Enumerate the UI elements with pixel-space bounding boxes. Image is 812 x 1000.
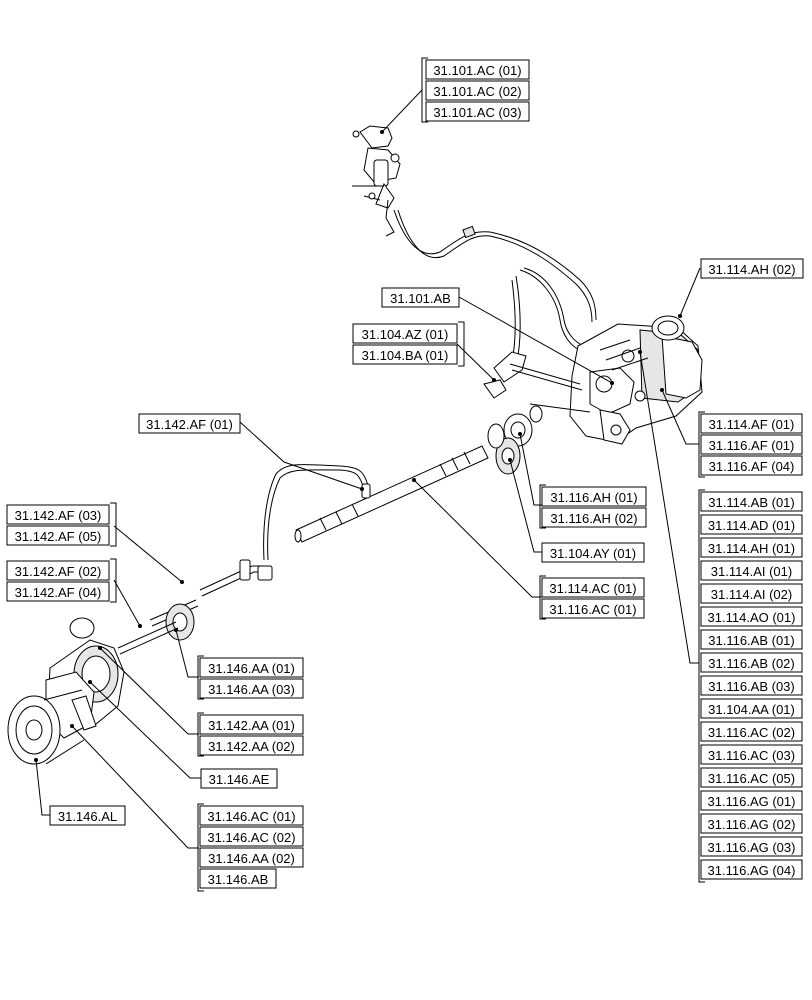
callout-box	[700, 606, 803, 627]
callout-labels: 31.101.AC (01) 31.101.AC (02) 31.101.AC …	[6, 57, 804, 892]
callout-group-116-ah: 31.116.AH (01) 31.116.AH (02)	[539, 484, 647, 529]
callout-label: 31.142.AF (01)	[146, 417, 233, 432]
callout-group-114-ah02: 31.114.AH (02)	[700, 258, 804, 279]
callout-label: 31.116.AB (03)	[708, 679, 794, 694]
callout-box	[700, 560, 803, 581]
callout-box	[700, 652, 803, 673]
callout-group-114-af: 31.114.AF (01) 31.116.AF (01) 31.116.AF …	[698, 411, 803, 478]
callout-box	[700, 583, 803, 604]
callout-label: 31.116.AC (02)	[708, 725, 795, 740]
callout-label: 31.104.BA (01)	[362, 348, 449, 363]
callout-label: 31.142.AF (03)	[15, 508, 102, 523]
callout-label: 31.142.AA (02)	[208, 739, 295, 754]
callout-box	[700, 859, 803, 880]
drive-gear-wheel	[117, 603, 195, 655]
callout-label: 31.116.AG (01)	[708, 794, 796, 809]
callout-group-146-al: 31.146.AL	[49, 805, 126, 826]
main-shaft	[294, 445, 489, 543]
callout-label: 31.142.AF (05)	[15, 529, 102, 544]
callout-label: 31.116.AH (02)	[550, 511, 637, 526]
callout-box	[700, 629, 803, 650]
callout-group-101-ab: 31.101.AB	[381, 287, 460, 308]
callout-label: 31.116.AG (04)	[708, 863, 796, 878]
callout-label: 31.114.AH (01)	[708, 541, 795, 556]
clutch-housing	[7, 617, 125, 765]
callout-label: 31.146.AL	[58, 809, 117, 824]
callout-label: 31.116.AC (05)	[708, 771, 795, 786]
callout-group-142-aa: 31.142.AA (01) 31.142.AA (02)	[197, 712, 304, 757]
callout-label: 31.116.AH (01)	[550, 490, 637, 505]
callout-label: 31.114.AD (01)	[708, 518, 795, 533]
callout-label: 31.101.AB	[390, 291, 451, 306]
callout-label: 31.114.AC (01)	[549, 581, 636, 596]
callout-label: 31.116.AF (04)	[709, 459, 795, 474]
callout-label: 31.101.AC (02)	[433, 84, 521, 99]
callout-label: 31.116.AC (03)	[708, 748, 795, 763]
callout-label: 31.101.AC (03)	[433, 105, 521, 120]
callout-label: 31.146.AA (03)	[208, 682, 295, 697]
callout-label: 31.114.AH (02)	[708, 262, 795, 277]
callout-label: 31.104.AY (01)	[550, 546, 636, 561]
callout-label: 31.104.AZ (01)	[362, 327, 449, 342]
callout-label: 31.116.AG (02)	[708, 817, 796, 832]
gear-cluster	[487, 405, 543, 475]
callout-group-146-ac: 31.146.AC (01) 31.146.AC (02) 31.146.AA …	[197, 803, 304, 892]
leader-lines	[34, 89, 701, 849]
callout-group-104-az: 31.104.AZ (01) 31.104.BA (01)	[352, 321, 465, 367]
callout-label: 31.104.AA (01)	[708, 702, 795, 717]
callout-label: 31.146.AB	[208, 872, 269, 887]
callout-box	[700, 813, 803, 834]
parts-illustration	[7, 125, 703, 765]
callout-label: 31.146.AA (01)	[208, 661, 295, 676]
callout-label: 31.146.AE	[209, 772, 270, 787]
callout-label: 31.146.AC (02)	[207, 830, 295, 845]
callout-label: 31.142.AF (02)	[15, 564, 102, 579]
callout-group-142-af01: 31.142.AF (01)	[138, 413, 241, 434]
callout-group-142-af0305: 31.142.AF (03) 31.142.AF (05)	[6, 502, 117, 547]
gearbox-housing	[569, 315, 703, 445]
callout-group-101-ac: 31.101.AC (01) 31.101.AC (02) 31.101.AC …	[421, 57, 530, 123]
callout-label: 31.146.AA (02)	[208, 851, 295, 866]
callout-label: 31.101.AC (01)	[433, 63, 521, 78]
callout-label: 31.146.AC (01)	[207, 809, 295, 824]
callout-group-main-list: 31.114.AB (01) 31.114.AD (01) 31.114.AH (0…	[698, 489, 803, 883]
callout-label: 31.114.AO (01)	[708, 610, 796, 625]
callout-label: 31.114.AI (02)	[711, 587, 792, 602]
callout-label: 31.142.AF (04)	[15, 585, 102, 600]
callout-label: 31.114.AI (01)	[711, 564, 792, 579]
control-cables	[393, 209, 597, 357]
callout-box	[700, 790, 803, 811]
linkage-assembly	[483, 351, 591, 413]
callout-label: 31.116.AF (01)	[709, 438, 795, 453]
callout-box	[700, 836, 803, 857]
callout-label: 31.114.AB (01)	[708, 495, 794, 510]
callout-group-146-ae: 31.146.AE	[200, 768, 278, 789]
callout-label: 31.142.AA (01)	[208, 718, 295, 733]
shift-lever-assembly	[352, 125, 401, 237]
callout-label: 31.116.AC (01)	[549, 602, 636, 617]
callout-box	[700, 514, 803, 535]
callout-label: 31.116.AB (01)	[708, 633, 794, 648]
callout-group-114-ac: 31.114.AC (01) 31.116.AC (01)	[539, 575, 645, 620]
callout-box	[700, 537, 803, 558]
callout-label: 31.116.AG (03)	[708, 840, 796, 855]
callout-group-142-af0204: 31.142.AF (02) 31.142.AF (04)	[6, 558, 117, 603]
callout-group-146-aa: 31.146.AA (01) 31.146.AA (03)	[197, 655, 304, 700]
callout-label: 31.114.AF (01)	[709, 417, 795, 432]
callout-label: 31.116.AB (02)	[708, 656, 794, 671]
callout-box	[700, 744, 803, 765]
callout-box	[700, 675, 803, 696]
callout-box	[700, 721, 803, 742]
callout-box	[700, 698, 803, 719]
callout-box	[700, 767, 803, 788]
pipe-line	[149, 464, 371, 627]
callout-group-104-ay: 31.104.AY (01)	[541, 542, 645, 563]
callout-box	[700, 491, 803, 512]
